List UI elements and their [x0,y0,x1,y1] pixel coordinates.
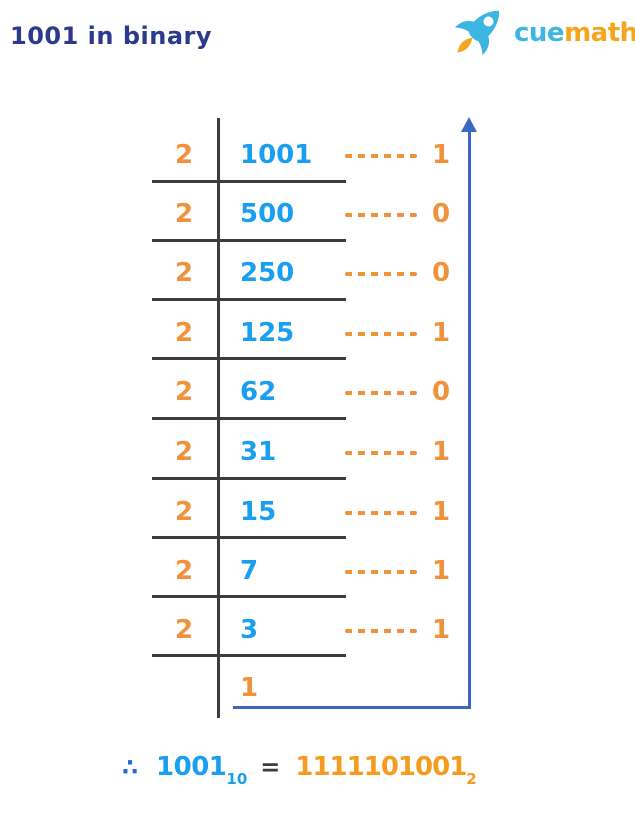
page-title: 1001 in binary [10,22,212,50]
binary-base-subscript: 2 [466,770,477,788]
dashed-connector [345,332,417,336]
division-step-row: 2 500 0 [0,199,635,229]
remainder: 1 [431,318,451,348]
remainder: 0 [431,199,451,229]
division-step-row: 2 15 1 [0,497,635,527]
quotient: 500 [240,199,295,229]
divisor: 2 [174,556,194,586]
binary-number: 1111101001 [295,752,467,782]
division-step-row: 2 31 1 [0,437,635,467]
divisor: 2 [174,258,194,288]
divisor: 2 [174,199,194,229]
divisor: 2 [174,437,194,467]
dashed-connector [345,511,417,515]
final-quotient: 1 [240,673,259,703]
division-step-row: 2 1001 1 [0,140,635,170]
dashed-connector [345,570,417,574]
divisor: 2 [174,497,194,527]
step-separator [152,298,346,301]
result-statement: ∴ 100110 = 11111010012 [122,752,477,788]
logo-text-cue: cue [514,18,565,48]
remainder: 1 [431,437,451,467]
read-order-arrow-base [233,706,471,709]
quotient: 7 [240,556,259,586]
divisor: 2 [174,377,194,407]
step-separator [152,595,346,598]
step-separator [152,357,346,360]
quotient: 62 [240,377,277,407]
quotient: 125 [240,318,295,348]
division-step-row: 2 3 1 [0,615,635,645]
quotient: 3 [240,615,259,645]
decimal-number: 1001 [156,752,227,782]
arrow-up-icon [461,117,477,132]
remainder: 0 [431,258,451,288]
remainder: 1 [431,615,451,645]
remainder: 1 [431,140,451,170]
step-separator [152,180,346,183]
read-order-arrow-shaft [468,130,471,709]
quotient: 31 [240,437,277,467]
rocket-icon [454,10,500,56]
quotient: 15 [240,497,277,527]
divisor: 2 [174,318,194,348]
quotient: 250 [240,258,295,288]
quotient: 1001 [240,140,313,170]
equals-sign: = [260,753,281,781]
dashed-connector [345,213,417,217]
dashed-connector [345,451,417,455]
remainder: 1 [431,497,451,527]
cuemath-logo: cuemath [450,2,635,64]
logo-wordmark: cuemath [514,18,635,48]
division-step-row: 2 250 0 [0,258,635,288]
therefore-symbol: ∴ [122,755,139,781]
step-separator [152,239,346,242]
dashed-connector [345,154,417,158]
step-separator [152,654,346,657]
division-step-row: 2 125 1 [0,318,635,348]
decimal-base-subscript: 10 [226,770,248,788]
dashed-connector [345,391,417,395]
remainder: 0 [431,377,451,407]
division-step-row: 2 7 1 [0,556,635,586]
division-step-row: 2 62 0 [0,377,635,407]
divisor: 2 [174,140,194,170]
remainder: 1 [431,556,451,586]
step-separator [152,536,346,539]
step-separator [152,477,346,480]
dashed-connector [345,272,417,276]
dashed-connector [345,629,417,633]
divisor: 2 [174,615,194,645]
step-separator [152,417,346,420]
logo-text-math: math [564,18,635,48]
